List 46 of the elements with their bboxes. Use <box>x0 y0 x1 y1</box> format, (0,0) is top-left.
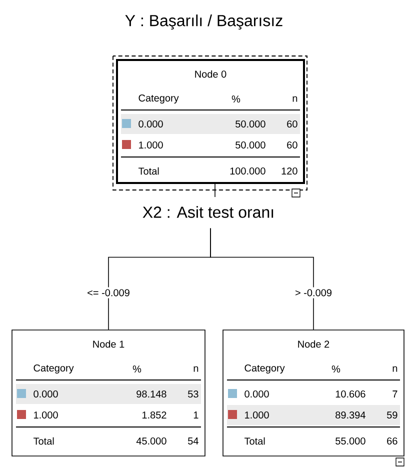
column-header: % <box>232 96 240 102</box>
column-header: % <box>132 366 142 372</box>
total-label: Total <box>244 437 265 445</box>
percent-value: 50.000 <box>236 141 266 149</box>
count-value: 1 <box>194 412 198 418</box>
count-value: 120 <box>282 167 298 175</box>
title: Y : Başarılı / Başarısız <box>125 14 282 30</box>
category-value: 1.000 <box>245 411 269 419</box>
category-value: 0.000 <box>138 120 163 128</box>
node-title: Node 1 <box>93 340 124 348</box>
percent-value: 50.000 <box>236 120 266 128</box>
table-box <box>222 330 404 456</box>
category-value: 0.000 <box>34 390 58 398</box>
percent-value: 100.000 <box>230 167 266 175</box>
table-box <box>12 330 206 456</box>
column-header: Category <box>34 364 74 374</box>
count-value: 59 <box>387 411 398 419</box>
edge-label: > -0.009 <box>293 287 334 298</box>
count-value: 66 <box>387 437 398 445</box>
count-value: 60 <box>287 120 298 128</box>
percent-value: 45.000 <box>136 437 166 445</box>
node-title: Node 0 <box>195 70 226 78</box>
percent-value: 89.394 <box>336 411 366 419</box>
column-header: Category <box>138 94 179 104</box>
total-label: Total <box>138 167 159 175</box>
percent-value: 10.606 <box>336 390 366 398</box>
total-label: Total <box>34 437 54 445</box>
percent-value: 98.148 <box>136 390 166 398</box>
count-value: 53 <box>188 390 198 398</box>
count-value: 7 <box>392 390 398 398</box>
column-header: n <box>194 366 198 372</box>
category-value: 1.000 <box>34 411 58 419</box>
category-value: 1.000 <box>139 141 163 149</box>
node-title: Node 2 <box>298 340 330 348</box>
column-header: n <box>392 366 398 372</box>
split-label: X2 : Asit test oranı <box>142 206 274 218</box>
column-header: n <box>292 96 298 102</box>
percent-value: 1.852 <box>142 411 166 419</box>
column-header: % <box>332 366 340 372</box>
connector <box>210 228 314 330</box>
percent-value: 55.000 <box>336 437 366 445</box>
category-value: 0.000 <box>244 390 269 398</box>
count-value: 54 <box>188 438 198 444</box>
edge-label: <= -0.009 <box>85 287 132 298</box>
count-value: 60 <box>287 141 298 149</box>
column-header: Category <box>244 364 285 374</box>
